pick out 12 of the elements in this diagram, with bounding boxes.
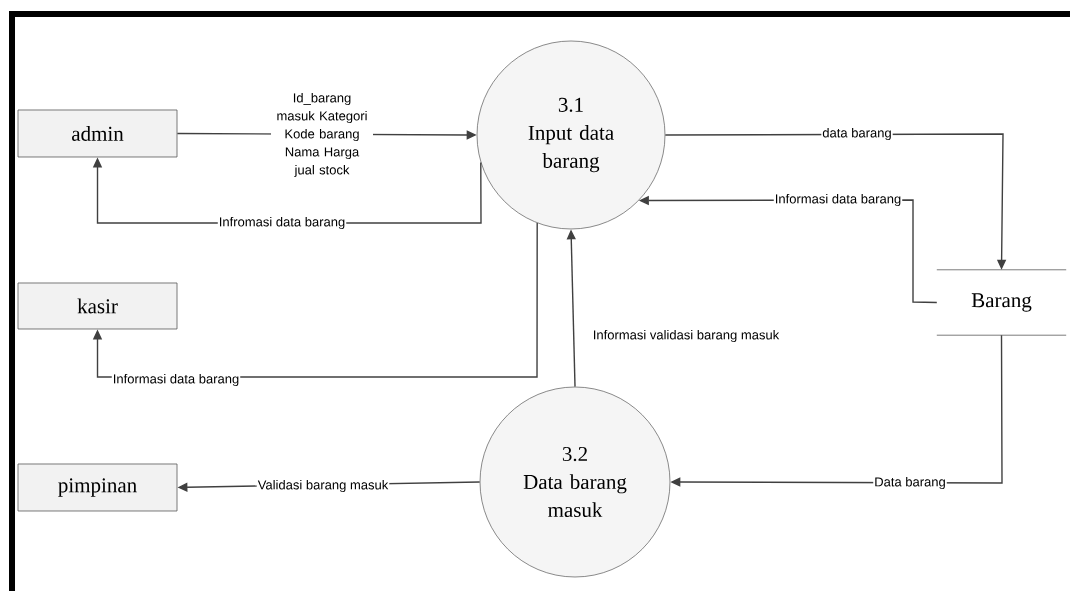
edge-label: Informasi data barang <box>776 193 901 207</box>
entity-box: admin <box>17 109 178 158</box>
edge-label: data barang <box>822 127 891 141</box>
entity-box: kasir <box>17 282 178 330</box>
edge-label: Infromasi data barang <box>220 216 345 230</box>
edge-label: Data barang <box>875 476 945 490</box>
entity-box: pimpinan <box>17 463 178 512</box>
edge-label: Id_barang masuk Kategori Kode barang Nama Harga jual stock <box>277 92 367 178</box>
data-store: Barang <box>936 269 1067 336</box>
edge-label: Validasi barang masuk <box>257 479 389 493</box>
edge-label: Informasi data barang <box>114 373 239 387</box>
edge-label: Informasi validasi barang masuk <box>594 329 780 343</box>
